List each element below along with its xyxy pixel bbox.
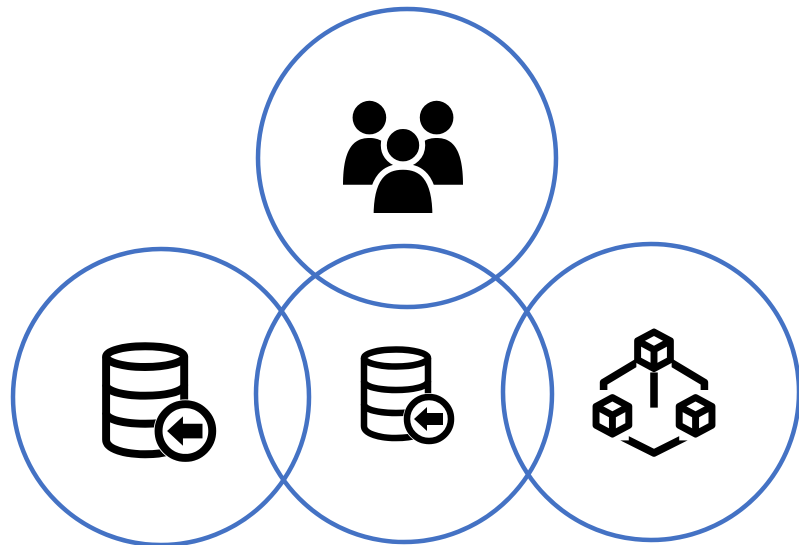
circle-right (500, 241, 799, 543)
database-import-icon (106, 346, 217, 463)
cubes-network-icon (591, 327, 717, 453)
database-import-icon-small (364, 350, 455, 446)
users-group-icon (343, 101, 463, 216)
circle-top (255, 6, 559, 310)
circle-center (253, 243, 555, 545)
circle-left (10, 246, 312, 545)
